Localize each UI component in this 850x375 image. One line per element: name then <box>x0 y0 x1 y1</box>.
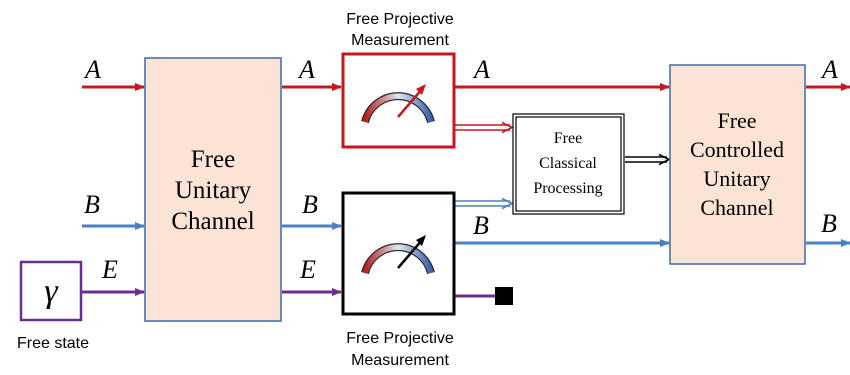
measurement-bottom-caption-2: Measurement <box>351 352 449 369</box>
measurement-top-caption-1: Free Projective <box>346 11 454 28</box>
free-state-block: γ <box>19 260 83 322</box>
unitary-line-3: Channel <box>171 208 254 235</box>
gamma-symbol: γ <box>44 273 59 310</box>
label-b-in: B <box>84 190 100 219</box>
classical-line-2: Classical <box>539 155 597 172</box>
classical-line-1: Free <box>554 130 582 147</box>
meter-icon <box>361 84 435 124</box>
label-a-out: A <box>820 55 838 84</box>
label-a-after-measure: A <box>472 55 490 84</box>
label-b-after-unitary: B <box>302 190 318 219</box>
controlled-line-4: Channel <box>700 195 773 220</box>
discard-square-icon <box>495 287 513 305</box>
controlled-line-3: Unitary <box>703 166 770 191</box>
measurement-block-bottom <box>341 191 456 316</box>
classical-line-3: Processing <box>533 180 602 197</box>
unitary-channel-block: Free Unitary Channel <box>144 57 282 322</box>
label-a-after-unitary: A <box>297 55 315 84</box>
measurement-bottom-caption-1: Free Projective <box>346 330 454 347</box>
controlled-line-1: Free <box>717 108 756 133</box>
measurement-top-caption-2: Measurement <box>351 32 449 49</box>
label-e-in: E <box>101 255 118 284</box>
measurement-block-top <box>341 52 456 149</box>
label-b-out: B <box>821 209 837 238</box>
meter-icon <box>361 235 435 275</box>
label-a-in: A <box>83 55 101 84</box>
unitary-line-1: Free <box>191 146 235 173</box>
controlled-unitary-block: Free Controlled Unitary Channel <box>669 64 806 265</box>
unitary-line-2: Unitary <box>175 177 252 204</box>
free-state-caption: Free state <box>17 335 89 352</box>
controlled-line-2: Controlled <box>690 137 784 162</box>
label-b-after-measure: B <box>473 211 489 240</box>
label-e-after-unitary: E <box>299 255 316 284</box>
classical-processing-block: Free Classical Processing <box>512 113 625 215</box>
